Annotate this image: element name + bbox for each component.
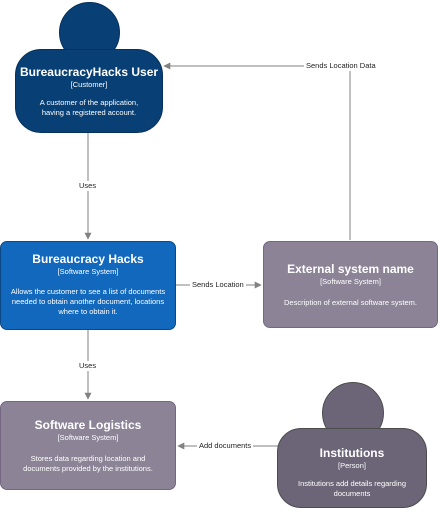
institutions-person-node[interactable]: Institutions [Person] Institutions add d… — [277, 382, 427, 508]
logistics-description: Stores data regarding location and docum… — [23, 454, 153, 473]
logistics-type: [Software System] — [57, 433, 119, 442]
logistics-title: Software Logistics — [34, 418, 142, 432]
institutions-title: Institutions — [319, 446, 385, 460]
app-system-node[interactable]: Bureaucracy Hacks [Software System] Allo… — [0, 241, 176, 330]
external-system-node[interactable]: External system name [Software System] D… — [263, 241, 438, 328]
institutions-type: [Person] — [338, 461, 366, 470]
edge-external-to-user — [163, 62, 351, 240]
app-type: [Software System] — [57, 267, 119, 276]
user-title: BureaucracyHacks User — [19, 65, 159, 79]
logistics-system-node[interactable]: Software Logistics [Software System] Sto… — [0, 401, 176, 490]
edge-label-app-external: Sends Location — [190, 280, 246, 290]
institutions-description: Institutions add details regarding docum… — [298, 479, 406, 498]
user-description: A customer of the application, having a … — [39, 98, 139, 117]
external-description: Description of external software system. — [284, 298, 417, 307]
user-person-body: BureaucracyHacks User [Customer] A custo… — [15, 49, 163, 133]
edge-label-user-app: Uses — [77, 181, 99, 191]
edge-label-external-user: Sends Location Data — [304, 61, 378, 71]
user-type: [Customer] — [70, 80, 108, 89]
external-title: External system name — [287, 262, 414, 276]
external-type: [Software System] — [320, 277, 381, 286]
institutions-person-body: Institutions [Person] Institutions add d… — [277, 428, 427, 508]
user-person-node[interactable]: BureaucracyHacks User [Customer] A custo… — [15, 2, 163, 133]
app-description: Allows the customer to see a list of doc… — [10, 287, 166, 316]
edge-label-app-logistics: Uses — [77, 361, 99, 371]
app-title: Bureaucracy Hacks — [32, 252, 144, 266]
edge-label-institutions-logistics: Add documents — [197, 441, 254, 451]
